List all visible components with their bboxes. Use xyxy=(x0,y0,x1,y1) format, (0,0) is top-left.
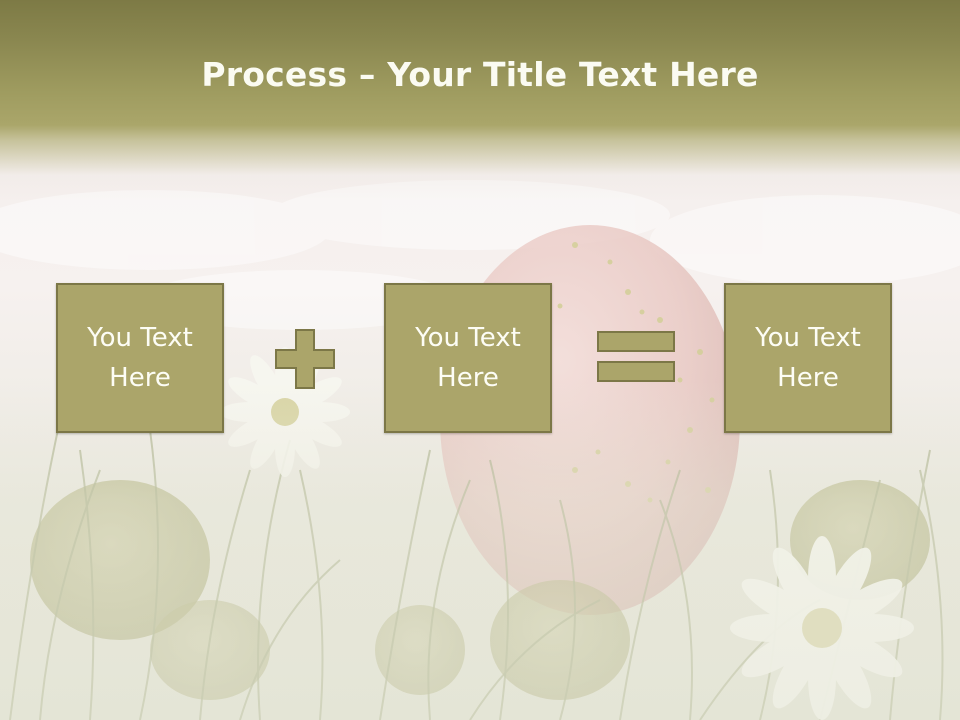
process-box-1-label: You Text Here xyxy=(87,323,193,393)
title-bold-text: Process xyxy=(201,55,348,94)
page-title[interactable]: Process – Your Title Text Here xyxy=(0,52,960,98)
plus-icon xyxy=(275,329,335,389)
title-rest-text: – Your Title Text Here xyxy=(347,55,759,94)
process-box-3-label: You Text Here xyxy=(755,323,861,393)
process-box-3[interactable]: You Text Here xyxy=(724,283,892,433)
grass-haze xyxy=(0,380,960,720)
process-box-1[interactable]: You Text Here xyxy=(56,283,224,433)
process-box-2[interactable]: You Text Here xyxy=(384,283,552,433)
equals-icon xyxy=(597,331,675,382)
process-box-2-label: You Text Here xyxy=(415,323,521,393)
title-band xyxy=(0,0,960,200)
